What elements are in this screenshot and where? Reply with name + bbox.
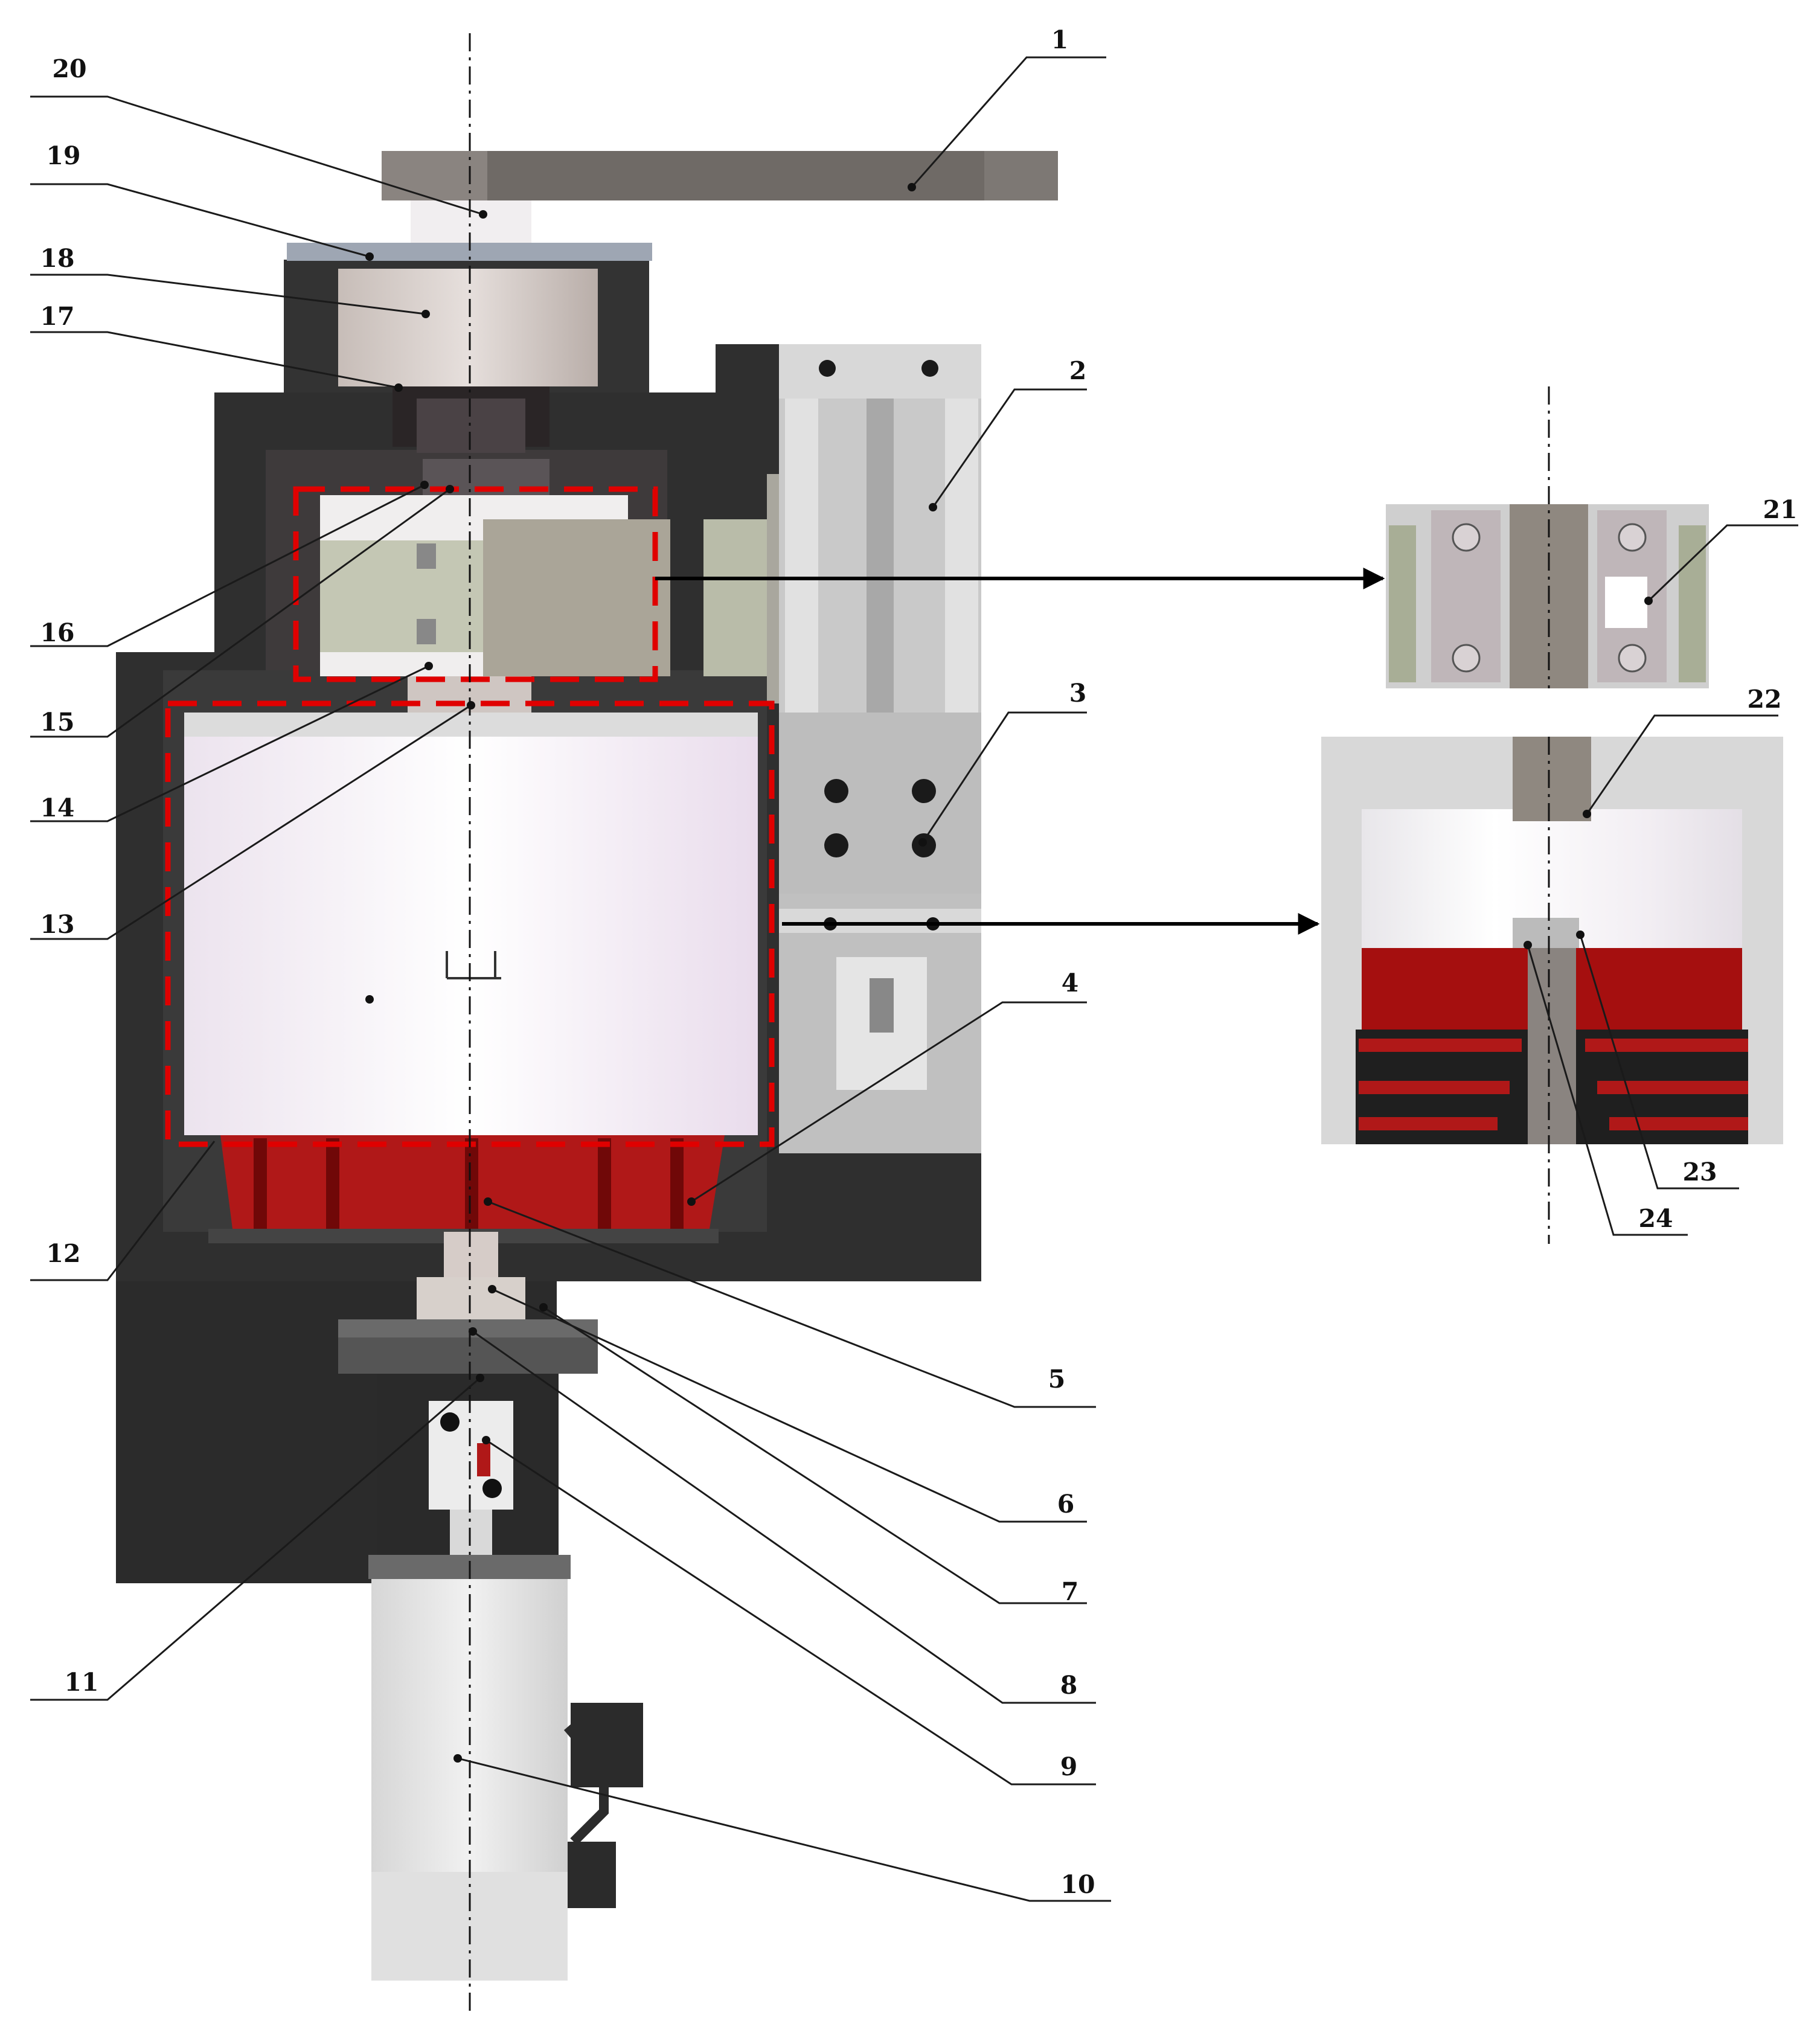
coupling-screw-2: [482, 1479, 502, 1498]
detail-a-left-green: [1389, 525, 1416, 682]
callout-13: 13: [40, 910, 74, 939]
detail-a-ball-1: [1452, 523, 1481, 552]
top-shaft: [411, 200, 531, 243]
callout-19: 19: [46, 141, 80, 170]
callout-23: 23: [1682, 1158, 1717, 1187]
callout-8: 8: [1060, 1671, 1078, 1700]
block-bolt-1: [417, 543, 436, 569]
highlight-upper-box: [293, 486, 658, 682]
block-bolt-2: [417, 619, 436, 644]
detail-b-spindle: [1528, 942, 1576, 1144]
callout-15: 15: [40, 708, 74, 737]
drum-center-mark: [446, 951, 501, 979]
blade-separators: [254, 1138, 684, 1229]
callout-9: 9: [1060, 1752, 1078, 1781]
shaft-coupling-9: [429, 1401, 513, 1510]
callout-7: 7: [1062, 1577, 1079, 1606]
callout-22: 22: [1747, 685, 1781, 714]
callout-10: 10: [1060, 1870, 1095, 1899]
callout-16: 16: [40, 618, 74, 647]
detail-view-drum: [1321, 737, 1783, 1244]
detail-a-right-green: [1679, 525, 1706, 682]
callout-2: 2: [1069, 356, 1087, 385]
callout-17: 17: [40, 302, 74, 331]
callout-4: 4: [1062, 969, 1079, 998]
coupling-screw-1: [440, 1412, 460, 1432]
callout-labels: 1 2 3 4 5 6 7 8 9 10 11 12 13 14 15 16 1…: [40, 25, 1797, 1899]
rotating-arm: [382, 151, 1058, 200]
coupling-red-insert: [477, 1443, 490, 1476]
shaft-collar-upper: [417, 399, 525, 453]
detail-a-white-spacer: [1605, 577, 1647, 628]
callout-5: 5: [1048, 1365, 1066, 1394]
motor-connector-2: [568, 1842, 616, 1908]
rail-top-cap: [779, 344, 981, 399]
detail-b-collar: [1513, 737, 1591, 821]
rail-base-bolt: [870, 978, 894, 1033]
detail-b-spindle-nut: [1513, 918, 1579, 948]
callout-3: 3: [1069, 679, 1087, 708]
callout-21: 21: [1763, 495, 1797, 524]
upper-bearing: [338, 269, 598, 386]
flange-top: [338, 1319, 598, 1337]
motor-cable: [563, 1723, 609, 1845]
detail-a-ball-4: [1618, 644, 1647, 673]
leader-lines: [30, 56, 1798, 1902]
detail-a-ball-3: [1618, 523, 1647, 552]
callout-6: 6: [1057, 1490, 1075, 1519]
callout-20: 20: [52, 54, 86, 83]
detail-b-blade-stack: [1359, 1039, 1748, 1130]
callout-18: 18: [40, 244, 74, 273]
coupling-6: [417, 1277, 525, 1319]
drum-top-band: [184, 713, 758, 737]
arm-end-cap: [984, 151, 1058, 200]
bearing-block-green-right: [483, 519, 670, 676]
drum: [184, 725, 758, 1135]
callout-24: 24: [1638, 1204, 1673, 1233]
callout-11: 11: [64, 1668, 98, 1697]
detail-view-bearing: [1386, 386, 1709, 688]
callout-12: 12: [46, 1239, 80, 1268]
arm-hub: [382, 151, 487, 200]
rail-base-plate: [779, 909, 981, 933]
detail-a-ball-2: [1452, 644, 1481, 673]
main-assembly: [116, 33, 1058, 2011]
rail-carriage: [779, 713, 981, 894]
callout-14: 14: [40, 793, 74, 822]
callout-1: 1: [1051, 25, 1069, 54]
leader-dots: [365, 183, 1653, 1763]
bearing-block-green: [320, 540, 483, 652]
